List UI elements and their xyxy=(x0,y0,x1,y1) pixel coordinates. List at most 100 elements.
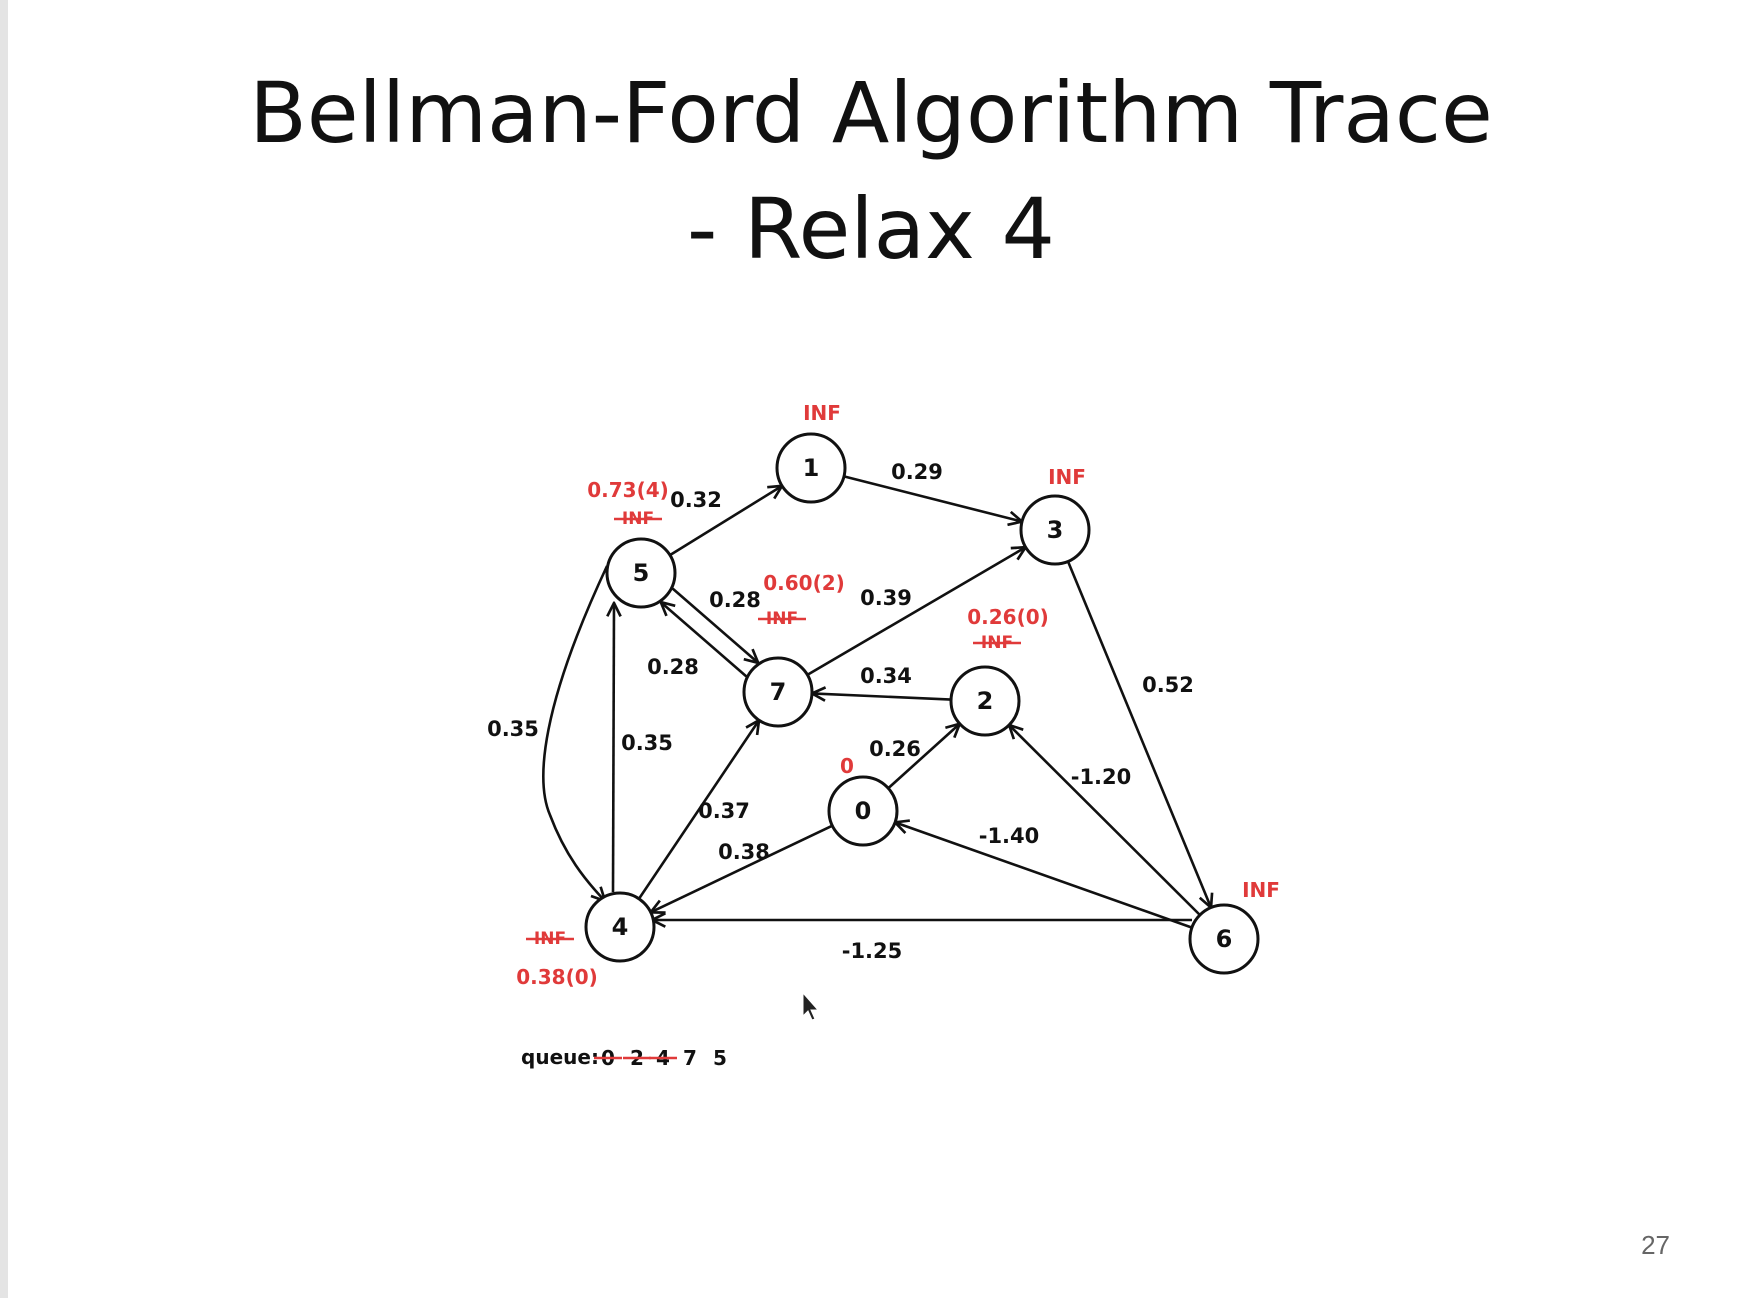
node-circle xyxy=(742,656,814,728)
distance-annotation-node-3: INF xyxy=(1048,465,1086,489)
edge-1-to-3: 0.29 xyxy=(843,460,1022,522)
edge-line xyxy=(887,724,959,790)
edge-5-to-1: 0.32 xyxy=(669,486,782,557)
edge-weight-label: 0.29 xyxy=(891,460,943,484)
node-label: 2 xyxy=(977,687,994,715)
node-7: 7 xyxy=(742,656,814,728)
page-number: 27 xyxy=(1641,1230,1670,1260)
node-0: 0 xyxy=(827,775,899,847)
edge-weight-label: 0.37 xyxy=(698,799,750,823)
edge-weight-label: 0.35 xyxy=(621,731,673,755)
node-circle xyxy=(827,775,899,847)
distance-value: 0.26(0) xyxy=(967,605,1049,629)
edge-weight-label: -1.20 xyxy=(1071,765,1132,789)
edge-line xyxy=(669,486,782,557)
node-circle xyxy=(584,891,656,963)
distance-annotation-node-4: 0.38(0)INF xyxy=(516,929,598,989)
node-2: 2 xyxy=(949,665,1021,737)
edge-weight-label: -1.40 xyxy=(979,824,1040,848)
edge-line xyxy=(895,822,1193,929)
edge-5-to-7: 0.28 xyxy=(647,587,759,679)
edge-weight-label: 0.28 xyxy=(647,655,699,679)
edge-6-to-2: -1.20 xyxy=(1009,725,1201,916)
mouse-pointer-icon xyxy=(802,991,820,1021)
nodes-layer: 0 1 2 3 4 5 6 7 xyxy=(584,432,1260,975)
node-1: 1 xyxy=(775,432,847,504)
edge-line xyxy=(812,693,952,699)
edge-7-to-3: 0.39 xyxy=(806,547,1025,676)
edge-line xyxy=(1066,560,1211,907)
distance-annotation-node-1: INF xyxy=(803,401,841,425)
queue-item: 2 xyxy=(623,1046,651,1070)
queue-item-value: 5 xyxy=(713,1046,727,1070)
edge-4-to-5: 0.35 xyxy=(613,603,673,893)
node-label: 7 xyxy=(770,678,787,706)
edge-6-to-0: -1.40 xyxy=(895,822,1193,929)
distance-annotation-node-7: 0.60(2)INF xyxy=(758,571,845,629)
edge-line xyxy=(806,547,1025,676)
edge-weight-label: 0.28 xyxy=(709,588,761,612)
edge-6-to-4: -1.25 xyxy=(652,920,1192,963)
edge-0-to-4: 0.38 xyxy=(651,824,833,913)
edge-weight-label: 0.39 xyxy=(860,586,912,610)
node-4: 4 xyxy=(584,891,656,963)
queue-item-value: 7 xyxy=(683,1046,697,1070)
edge-weight-label: 0.34 xyxy=(860,664,912,688)
queue-item: 0 xyxy=(594,1046,622,1070)
node-circle xyxy=(605,537,677,609)
edge-line xyxy=(671,587,759,663)
slide-left-border xyxy=(0,0,8,1298)
edge-4-to-7: 0.37 xyxy=(637,720,759,900)
edge-0-to-2: 0.26 xyxy=(869,724,960,790)
distance-value: INF xyxy=(1242,878,1280,902)
distance-value: INF xyxy=(803,401,841,425)
node-label: 0 xyxy=(855,797,872,825)
edge-line xyxy=(843,475,1022,521)
distance-annotation-node-5: 0.73(4)INF xyxy=(587,478,669,529)
edge-5-to-4: 0.35 xyxy=(487,565,609,901)
edge-line xyxy=(613,603,614,893)
edge-line xyxy=(661,602,748,678)
node-circle xyxy=(1188,903,1260,975)
slide-title-line-1: Bellman-Ford Algorithm Trace xyxy=(249,64,1493,162)
node-label: 4 xyxy=(612,913,629,941)
node-6: 6 xyxy=(1188,903,1260,975)
queue-item: 4 xyxy=(649,1046,677,1070)
node-label: 6 xyxy=(1216,925,1233,953)
edge-weight-label: 0.32 xyxy=(670,488,722,512)
edge-weight-label: 0.52 xyxy=(1142,673,1194,697)
distance-value: 0.60(2) xyxy=(763,571,845,595)
node-5: 5 xyxy=(605,537,677,609)
distance-annotation-node-2: 0.26(0)INF xyxy=(967,605,1049,653)
edge-line xyxy=(1009,725,1201,916)
edge-line xyxy=(651,824,833,913)
slide-title: Bellman-Ford Algorithm Trace - Relax 4 xyxy=(0,55,1742,287)
distance-value: 0.38(0) xyxy=(516,965,598,989)
distance-value: 0 xyxy=(840,754,854,778)
distance-value: 0.73(4) xyxy=(587,478,669,502)
edge-weight-label: 0.26 xyxy=(869,737,921,761)
distance-value: INF xyxy=(1048,465,1086,489)
distance-annotation-node-6: INF xyxy=(1242,878,1280,902)
edge-weight-label: -1.25 xyxy=(842,939,903,963)
distance-annotation-node-0: 0 xyxy=(840,754,854,778)
node-circle xyxy=(1019,494,1091,566)
node-3: 3 xyxy=(1019,494,1091,566)
edge-2-to-7: 0.34 xyxy=(812,664,952,700)
node-label: 1 xyxy=(803,454,820,482)
slide-title-line-2: - Relax 4 xyxy=(687,180,1055,278)
edge-7-to-5: 0.28 xyxy=(661,588,761,678)
node-circle xyxy=(949,665,1021,737)
queue-item: 5 xyxy=(713,1046,727,1070)
node-label: 5 xyxy=(633,559,650,587)
edge-line xyxy=(637,720,759,900)
edge-3-to-6: 0.52 xyxy=(1066,560,1211,907)
edge-weight-label: 0.35 xyxy=(487,717,539,741)
node-circle xyxy=(775,432,847,504)
edge-line xyxy=(542,565,609,901)
queue-label: queue: xyxy=(521,1045,599,1069)
edges-layer: 0.32 0.29 0.28 0.28 0.39 0.34 0.52 0.35 0.35 0.37… xyxy=(487,460,1211,963)
